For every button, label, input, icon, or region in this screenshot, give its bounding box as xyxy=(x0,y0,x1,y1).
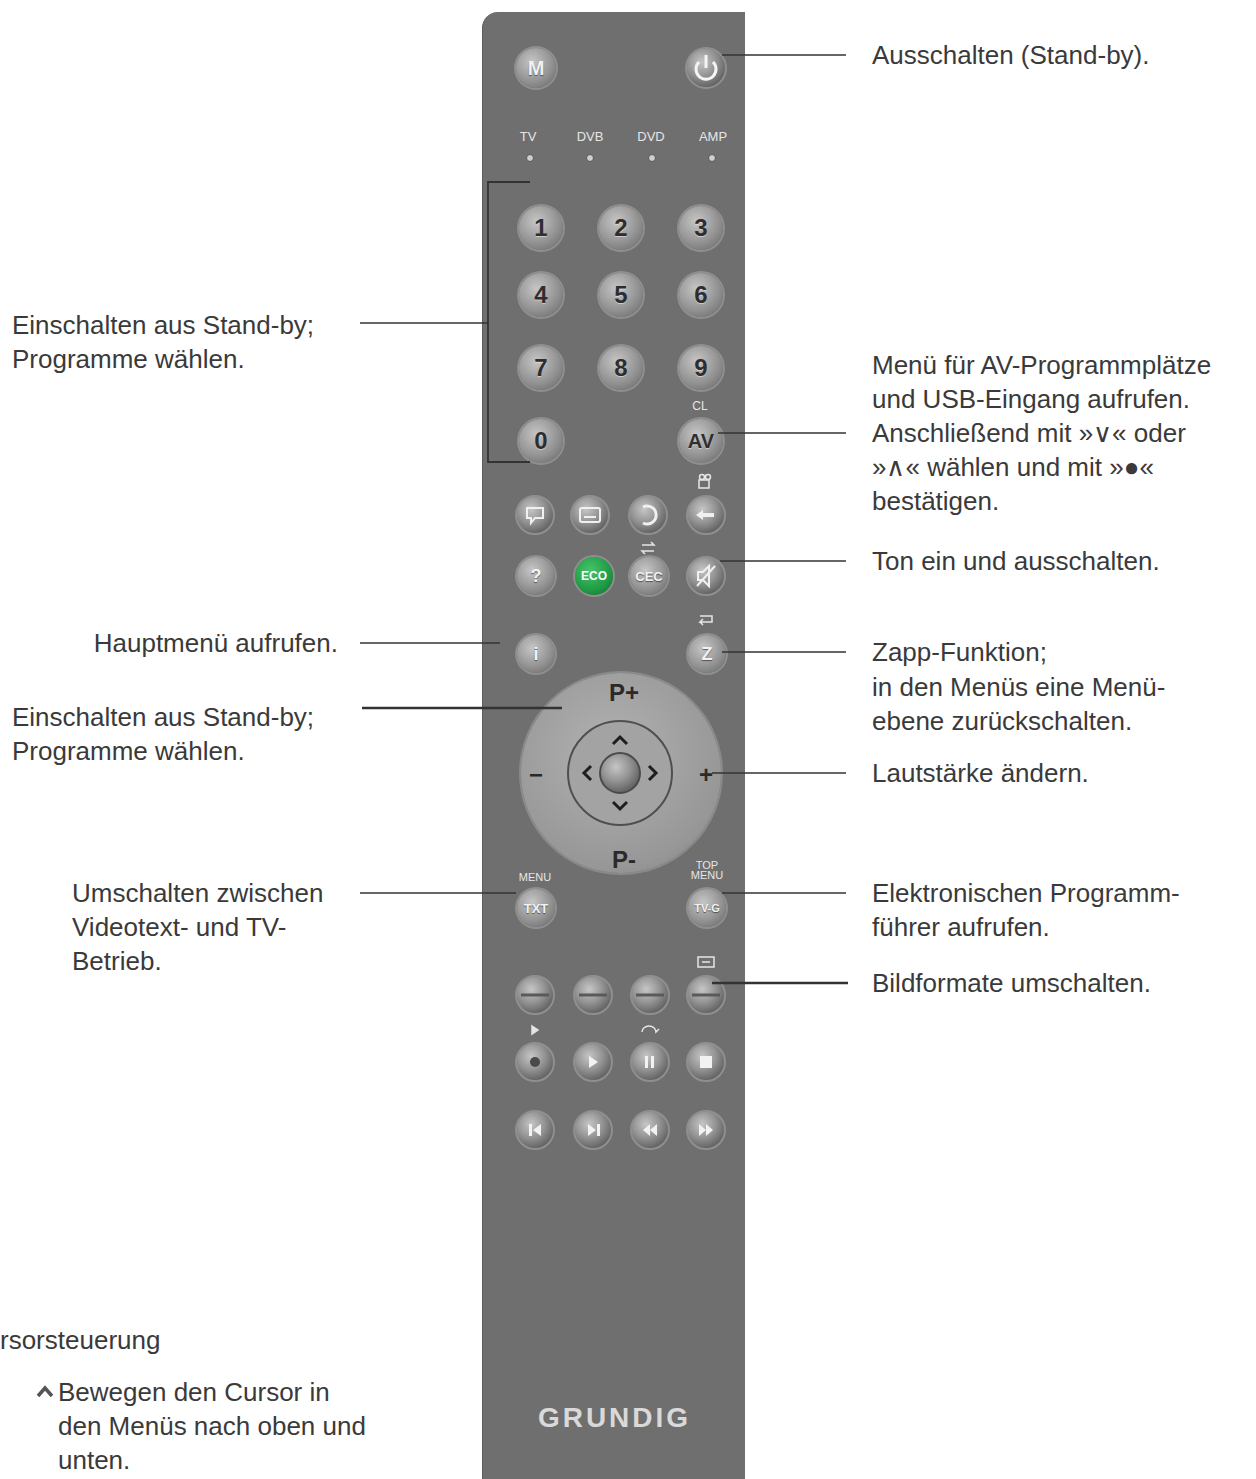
digit-button-text: 2 xyxy=(614,216,627,240)
eco-button: ECO xyxy=(575,557,613,595)
mode-label: DVB xyxy=(570,131,610,143)
av-button: AV xyxy=(679,419,723,463)
digit-button: 2 xyxy=(599,206,643,250)
help-button-text: ? xyxy=(531,567,542,585)
av-button-text: AV xyxy=(688,431,714,451)
digit-button: 8 xyxy=(599,346,643,390)
mode-label: TV xyxy=(508,131,548,143)
cec-button: CEC xyxy=(630,557,668,595)
teletext-button: TXT xyxy=(517,889,555,927)
key-label: TOP MENU xyxy=(689,860,725,880)
remote-body: GRUNDIG M 1 2 3 4 5 6 7 8 9 0 AV? ECO CEC i Z P+ − + P- TXT TV… xyxy=(482,12,745,1479)
eco-button-text: ECO xyxy=(581,570,607,582)
digit-button: 7 xyxy=(519,346,563,390)
menu-button: M xyxy=(516,48,556,88)
mode-label: AMP xyxy=(693,131,733,143)
zapp-button: Z xyxy=(688,635,726,673)
callout-text: Ton ein und ausschalten. xyxy=(872,544,1252,578)
epg-button: TV-G xyxy=(688,889,726,927)
remote-body-text: GRUNDIG xyxy=(538,1404,691,1432)
digit-button: 6 xyxy=(679,273,723,317)
callout-text: Lautstärke ändern. xyxy=(872,756,1252,790)
program-volume-ring-text: P+ xyxy=(609,681,639,705)
callout-text: Einschalten aus Stand-by; Programme wähl… xyxy=(12,308,357,376)
digit-button: 4 xyxy=(519,273,563,317)
program-volume-ring: P+ − + P- xyxy=(521,673,721,873)
key-label: CL xyxy=(685,401,715,412)
cursor-symbol xyxy=(38,1388,52,1396)
help-button: ? xyxy=(517,557,555,595)
program-volume-ring-text: − xyxy=(529,763,543,787)
digit-button: 3 xyxy=(679,206,723,250)
digit-button-text: 9 xyxy=(694,356,707,380)
digit-button-text: 5 xyxy=(614,283,627,307)
digit-button-text: 8 xyxy=(614,356,627,380)
callout-text: Menü für AV-Programmplätze und USB-Einga… xyxy=(872,348,1230,518)
cursor-note: Bewegen den Cursor in den Menüs nach obe… xyxy=(58,1375,373,1477)
menu-button-text: M xyxy=(528,58,545,78)
digit-button: 0 xyxy=(519,419,563,463)
program-volume-ring-text: + xyxy=(699,763,713,787)
leader-line xyxy=(360,642,500,644)
info-button-text: i xyxy=(533,645,538,663)
callout-text: Einschalten aus Stand-by; Programme wähl… xyxy=(12,700,362,768)
callout-text: Hauptmenü aufrufen. xyxy=(0,626,338,660)
digit-button: 9 xyxy=(679,346,723,390)
leader-line xyxy=(360,322,488,324)
epg-button-text: TV-G xyxy=(694,903,720,914)
digit-button-text: 3 xyxy=(694,216,707,240)
callout-text: in den Menüs eine Menü- ebene zurückscha… xyxy=(872,670,1212,738)
callout-text: Bildformate umschalten. xyxy=(872,966,1252,1000)
callout-text: Ausschalten (Stand-by). xyxy=(872,38,1252,72)
digit-button-text: 7 xyxy=(534,356,547,380)
callout-text: Umschalten zwischen Videotext- und TV- B… xyxy=(72,876,347,978)
callout-text: Zapp-Funktion; xyxy=(872,635,1252,669)
digit-button: 1 xyxy=(519,206,563,250)
mode-label: DVD xyxy=(631,131,671,143)
cec-button-text: CEC xyxy=(635,570,662,583)
section-heading: rsorsteuerung xyxy=(0,1323,300,1357)
digit-button-text: 1 xyxy=(534,216,547,240)
callout-text: Elektronischen Programm- führer aufrufen… xyxy=(872,876,1202,944)
digit-button-text: 6 xyxy=(694,283,707,307)
digit-button: 5 xyxy=(599,273,643,317)
teletext-button-text: TXT xyxy=(524,902,549,915)
digit-button-text: 4 xyxy=(534,283,547,307)
key-label: MENU xyxy=(513,872,557,882)
info-button: i xyxy=(517,635,555,673)
zapp-button-text: Z xyxy=(702,645,713,663)
program-volume-ring-text: P- xyxy=(612,848,636,872)
digit-button-text: 0 xyxy=(534,429,547,453)
